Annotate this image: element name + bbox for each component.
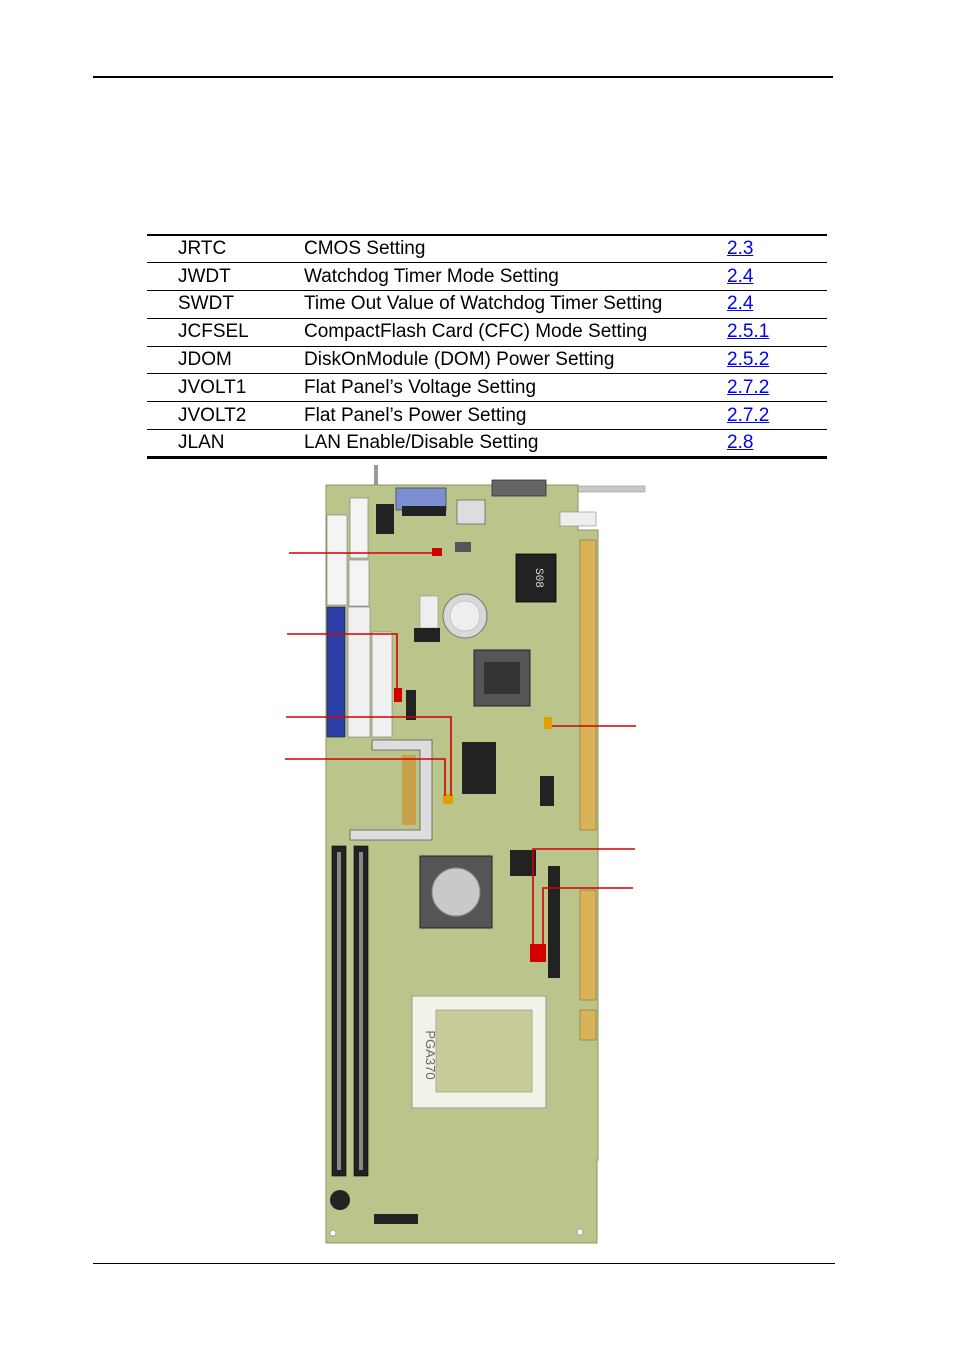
pin-header (406, 690, 416, 720)
jumper-settings-table: JRTC CMOS Setting 2.3 JWDT Watchdog Time… (147, 234, 827, 459)
ide-connector (326, 606, 346, 738)
south-bridge-die (431, 867, 481, 917)
table-row: JCFSEL CompactFlash Card (CFC) Mode Sett… (147, 318, 827, 347)
pin-header (376, 504, 394, 534)
ide-connector (371, 631, 393, 738)
battery-highlight (449, 600, 481, 632)
fdd-header (326, 514, 348, 606)
cf-card-slot (349, 739, 433, 841)
callout-line (287, 633, 398, 690)
dimm-slot-groove (337, 852, 341, 1170)
lan-connector (456, 499, 486, 525)
pin-header (349, 497, 369, 559)
lcd-header (548, 866, 560, 978)
callout-line (286, 716, 452, 796)
usb-header (559, 511, 597, 527)
mount-hole (329, 1229, 337, 1237)
section-link[interactable]: 2.5.1 (727, 321, 770, 343)
jumper-label: JDOM (147, 346, 304, 375)
gold-pins (402, 755, 416, 825)
socket-label: PGA370 (423, 1030, 438, 1079)
super-io-chip (462, 742, 496, 794)
section-link[interactable]: 2.5.2 (727, 349, 770, 371)
buzzer (330, 1190, 350, 1210)
section-link[interactable]: 2.7.2 (727, 376, 770, 398)
section-link[interactable]: 2.3 (727, 238, 754, 260)
section-link[interactable]: 2.4 (727, 293, 754, 315)
bracket-edge (374, 465, 378, 495)
jumper-description: CMOS Setting (304, 234, 727, 264)
table-row: JLAN LAN Enable/Disable Setting 2.8 (147, 429, 827, 459)
callout-line (542, 887, 633, 946)
edge-connector (579, 539, 597, 831)
cpu-socket-pins (435, 1009, 533, 1093)
jumper-description: LAN Enable/Disable Setting (304, 429, 727, 459)
serial-connector (491, 479, 547, 497)
jumper-label: SWDT (147, 290, 304, 319)
north-bridge-die (484, 662, 520, 694)
jlan-jumper (544, 717, 552, 729)
jumper-label: JCFSEL (147, 318, 304, 347)
footer-rule (93, 1263, 835, 1264)
jumper-label: JLAN (147, 429, 304, 459)
jumper-description: DiskOnModule (DOM) Power Setting (304, 346, 727, 375)
section-link[interactable]: 2.7.2 (727, 404, 770, 426)
bios-chip (515, 553, 557, 603)
swdt-jumper (443, 794, 453, 804)
edge-connector (579, 889, 597, 1001)
mount-hole (576, 1228, 584, 1236)
jrtc-jumper (432, 548, 442, 556)
callout-lines (285, 552, 636, 946)
pin-header (348, 559, 370, 607)
pin-header (414, 628, 440, 642)
pin-header (374, 1214, 418, 1224)
jvolt1-jumper (530, 944, 538, 962)
bios-label: S08 (532, 568, 544, 588)
ide-connector (347, 606, 371, 738)
jumper-description: Flat Panel’s Voltage Setting (304, 373, 727, 403)
section-link[interactable]: 2.8 (727, 431, 754, 453)
edge-connector (579, 1009, 597, 1041)
pin-header (419, 595, 439, 629)
pin-header (540, 776, 554, 806)
table-row: JWDT Watchdog Timer Mode Setting 2.4 (147, 262, 827, 292)
dip-switch (455, 542, 471, 552)
jwdt-jumper (394, 688, 402, 702)
table-row: JDOM DiskOnModule (DOM) Power Setting 2.… (147, 346, 827, 375)
jumper-label: JVOLT1 (147, 373, 304, 403)
table-row: SWDT Time Out Value of Watchdog Timer Se… (147, 290, 827, 319)
motherboard-diagram: S08 PGA370 (285, 465, 646, 1244)
section-link[interactable]: 2.4 (727, 265, 754, 287)
callout-line (532, 848, 635, 946)
jumper-description: Watchdog Timer Mode Setting (304, 262, 727, 292)
jumper-label: JVOLT2 (147, 401, 304, 431)
table-row: JRTC CMOS Setting 2.3 (147, 234, 827, 264)
table-row: JVOLT1 Flat Panel’s Voltage Setting 2.7.… (147, 373, 827, 403)
jvolt2-jumper (538, 944, 546, 962)
jumper-description: Time Out Value of Watchdog Timer Setting (304, 290, 727, 319)
table-row: JVOLT2 Flat Panel’s Power Setting 2.7.2 (147, 401, 827, 431)
pin-header (402, 506, 446, 516)
dimm-slot-groove (359, 852, 363, 1170)
jumper-label: JWDT (147, 262, 304, 292)
jumper-label: JRTC (147, 234, 304, 264)
lan-chip (510, 850, 536, 876)
jumper-description: Flat Panel’s Power Setting (304, 401, 727, 431)
jumper-description: CompactFlash Card (CFC) Mode Setting (304, 318, 727, 347)
header-rule (93, 76, 833, 78)
callout-line (285, 758, 446, 796)
